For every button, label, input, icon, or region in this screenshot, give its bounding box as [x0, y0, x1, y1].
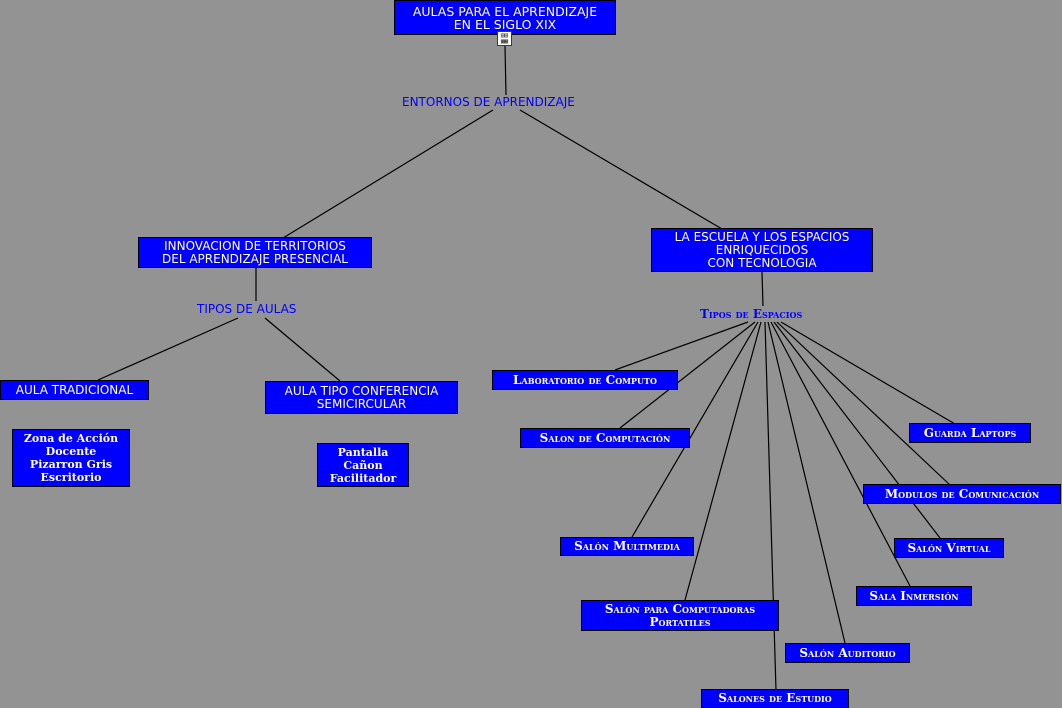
line-espacios-computacion: [619, 321, 756, 429]
concept-sala-inmersion[interactable]: Sala Inmersión: [856, 586, 972, 606]
concept-root[interactable]: AULAS PARA EL APRENDIZAJE EN EL SIGLO XI…: [394, 0, 616, 35]
concept-aula-tradicional[interactable]: AULA TRADICIONAL: [0, 380, 149, 400]
concept-salon-multimedia[interactable]: Salón Multimedia: [560, 537, 694, 556]
concept-guarda-laptops[interactable]: Guarda Laptops: [909, 423, 1031, 443]
concept-salon-virtual[interactable]: Salón Virtual: [894, 538, 1004, 558]
concept-salon-computacion[interactable]: Salon de Computación: [520, 428, 690, 448]
line-entornos-innovacion: [282, 109, 494, 239]
line-espacios-portatiles: [684, 321, 762, 601]
line-escuela-tiposespacios: [761, 271, 764, 307]
concept-aula-conferencia[interactable]: AULA TIPO CONFERENCIA SEMICIRCULAR: [265, 381, 458, 414]
concept-pantalla[interactable]: Pantalla Cañon Facilitador: [317, 443, 409, 487]
line-entornos-escuela: [519, 109, 723, 230]
line-root-entornos: [504, 45, 507, 96]
line-espacios-laptops: [780, 321, 956, 425]
line-espacios-multimedia: [631, 321, 759, 538]
concept-escuela[interactable]: LA ESCUELA Y LOS ESPACIOS ENRIQUECIDOS C…: [651, 228, 873, 272]
concept-salones-estudio[interactable]: Salones de Estudio: [701, 689, 849, 708]
concept-innovacion[interactable]: INNOVACION DE TERRITORIOS DEL APRENDIZAJ…: [138, 237, 372, 268]
document-icon[interactable]: ▤▤▦▦: [497, 31, 512, 46]
line-espacios-auditorio: [767, 321, 846, 644]
line-espacios-modulos: [776, 321, 951, 486]
concept-modulos[interactable]: Modulos de Comunicación: [863, 484, 1061, 504]
concept-zona[interactable]: Zona de Acción Docente Pizarron Gris Esc…: [12, 429, 130, 487]
concept-salon-auditorio[interactable]: Salón Auditorio: [785, 643, 910, 663]
line-tiposaulas-tradicional: [97, 317, 239, 381]
link-phrase-tipos-espacios[interactable]: Tipos de Espacios: [700, 307, 803, 321]
link-phrase-entornos[interactable]: ENTORNOS DE APRENDIZAJE: [402, 95, 575, 109]
concept-laboratorio[interactable]: Laboratorio de Computo: [492, 370, 678, 390]
line-espacios-estudio: [764, 321, 777, 691]
link-phrase-tipos-aulas[interactable]: TIPOS DE AULAS: [197, 302, 297, 316]
concept-salon-portatiles[interactable]: Salón para Computadoras Portatiles: [581, 600, 779, 631]
line-espacios-laboratorio: [614, 321, 749, 371]
line-espacios-inmersion: [770, 321, 911, 587]
line-tiposaulas-conferencia: [264, 317, 341, 382]
